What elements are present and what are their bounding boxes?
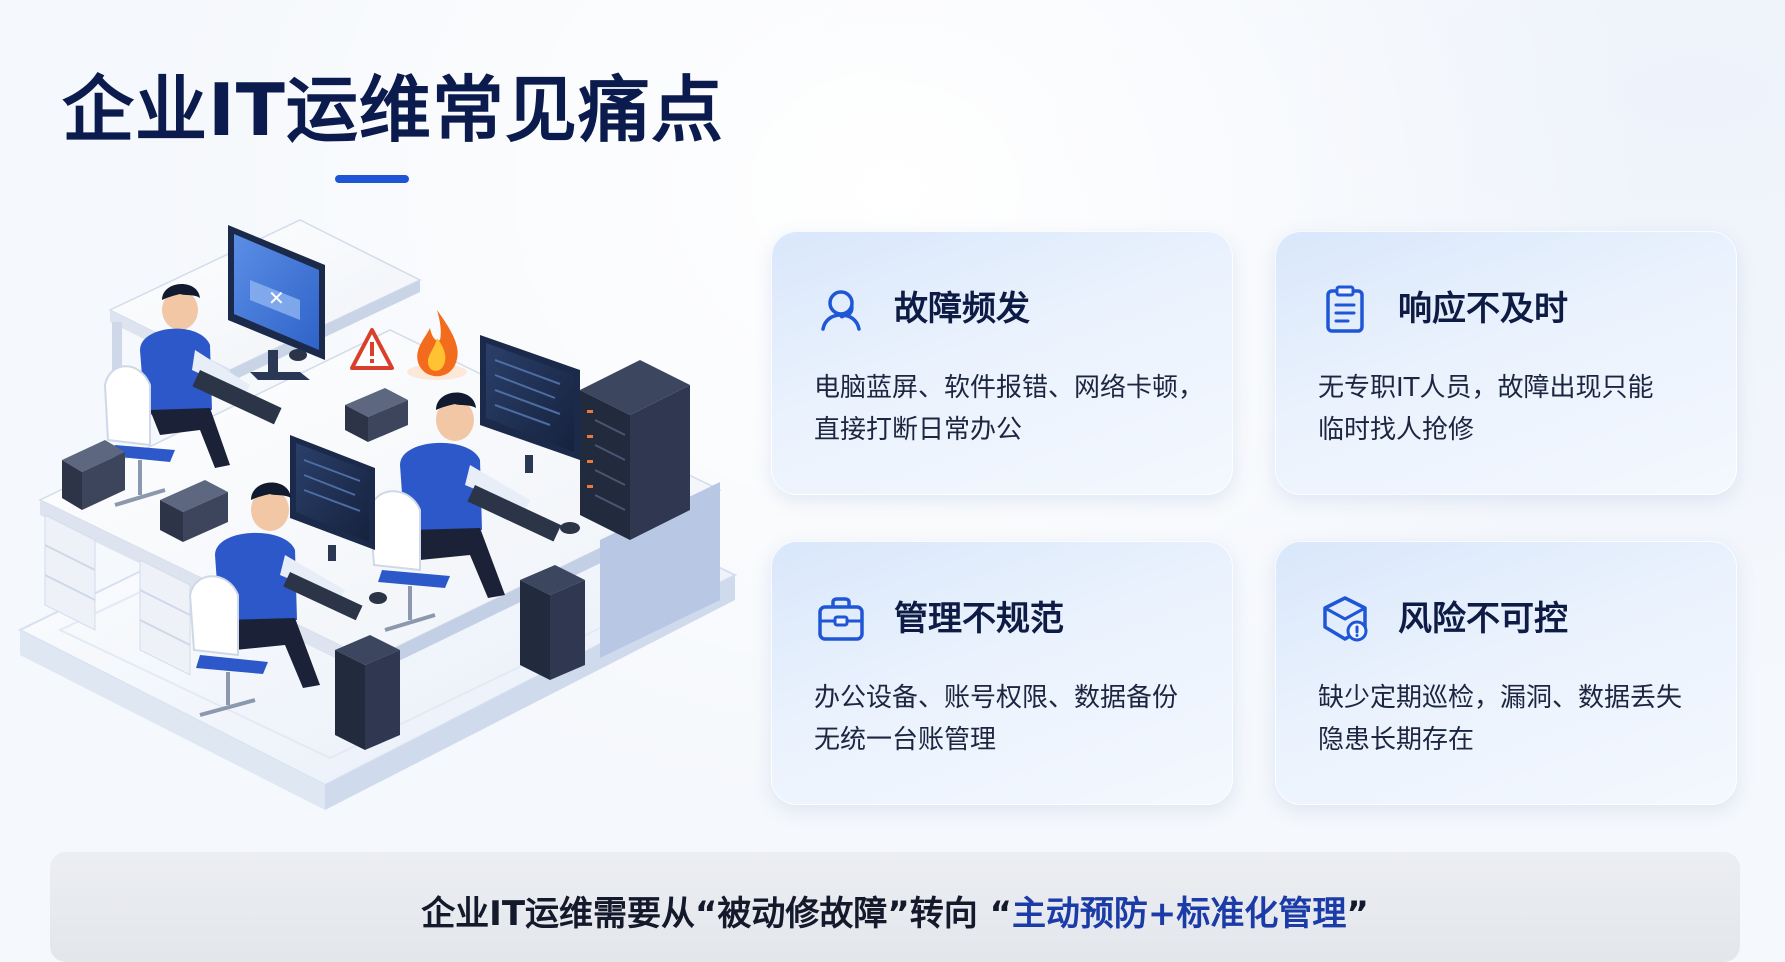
printer-back: [345, 388, 408, 442]
clipboard-list-icon: [1326, 285, 1364, 333]
card-title: 响应不及时: [1398, 289, 1568, 329]
office-illustration: ✕: [17, 219, 738, 810]
printer-left: [62, 440, 125, 510]
person-back-left: [140, 283, 282, 468]
printer-middle: [160, 480, 228, 542]
warning-icon: [350, 328, 394, 370]
tower-pc-right: [520, 565, 585, 680]
mouse-front: [369, 592, 387, 604]
page-title: 企业IT运维常见痛点: [62, 68, 724, 152]
mouse-middle: [560, 522, 580, 534]
pain-point-card-fault: 故障频发 电脑蓝屏、软件报错、网络卡顿， 直接打断日常办公: [771, 231, 1233, 495]
mouse-back: [289, 349, 307, 361]
summary-highlight: 主动预防+标准化管理: [1011, 894, 1347, 934]
card-title: 管理不规范: [894, 599, 1064, 639]
card-description: 无专职IT人员，故障出现只能 临时找人抢修: [1318, 373, 1654, 445]
chair-front: [188, 575, 268, 717]
card-description: 办公设备、账号权限、数据备份 无统一台账管理: [814, 683, 1179, 755]
chair-back-left: [103, 365, 175, 507]
card-title: 故障频发: [894, 289, 1030, 329]
risk-box-icon: [1323, 596, 1368, 642]
chair-middle: [368, 490, 450, 632]
svg-text:✕: ✕: [268, 286, 285, 310]
summary-banner: 企业IT运维需要从“被动修故障”转向 “主动预防+标准化管理”: [50, 852, 1740, 962]
title-underline: [335, 175, 409, 183]
monitor-front: [290, 435, 375, 561]
monitor-middle: [480, 335, 580, 473]
card-title: 风险不可控: [1398, 599, 1568, 639]
tower-pc-front: [335, 635, 400, 750]
toolbox-icon: [818, 597, 864, 641]
monitor-error: ✕: [228, 225, 325, 380]
pain-point-card-risk: 风险不可控 缺少定期巡检，漏洞、数据丢失 隐患长期存在: [1275, 541, 1737, 805]
card-description: 电脑蓝屏、软件报错、网络卡顿， 直接打断日常办公: [814, 373, 1205, 445]
pain-point-card-response: 响应不及时 无专职IT人员，故障出现只能 临时找人抢修: [1275, 231, 1737, 495]
fire-icon: [407, 310, 467, 380]
server-rack: [580, 360, 690, 540]
summary-text: 企业IT运维需要从“被动修故障”转向 “主动预防+标准化管理”: [421, 894, 1369, 934]
card-description: 缺少定期巡检，漏洞、数据丢失 隐患长期存在: [1318, 683, 1683, 755]
pain-point-card-management: 管理不规范 办公设备、账号权限、数据备份 无统一台账管理: [771, 541, 1233, 805]
support-person-icon: [821, 290, 861, 331]
